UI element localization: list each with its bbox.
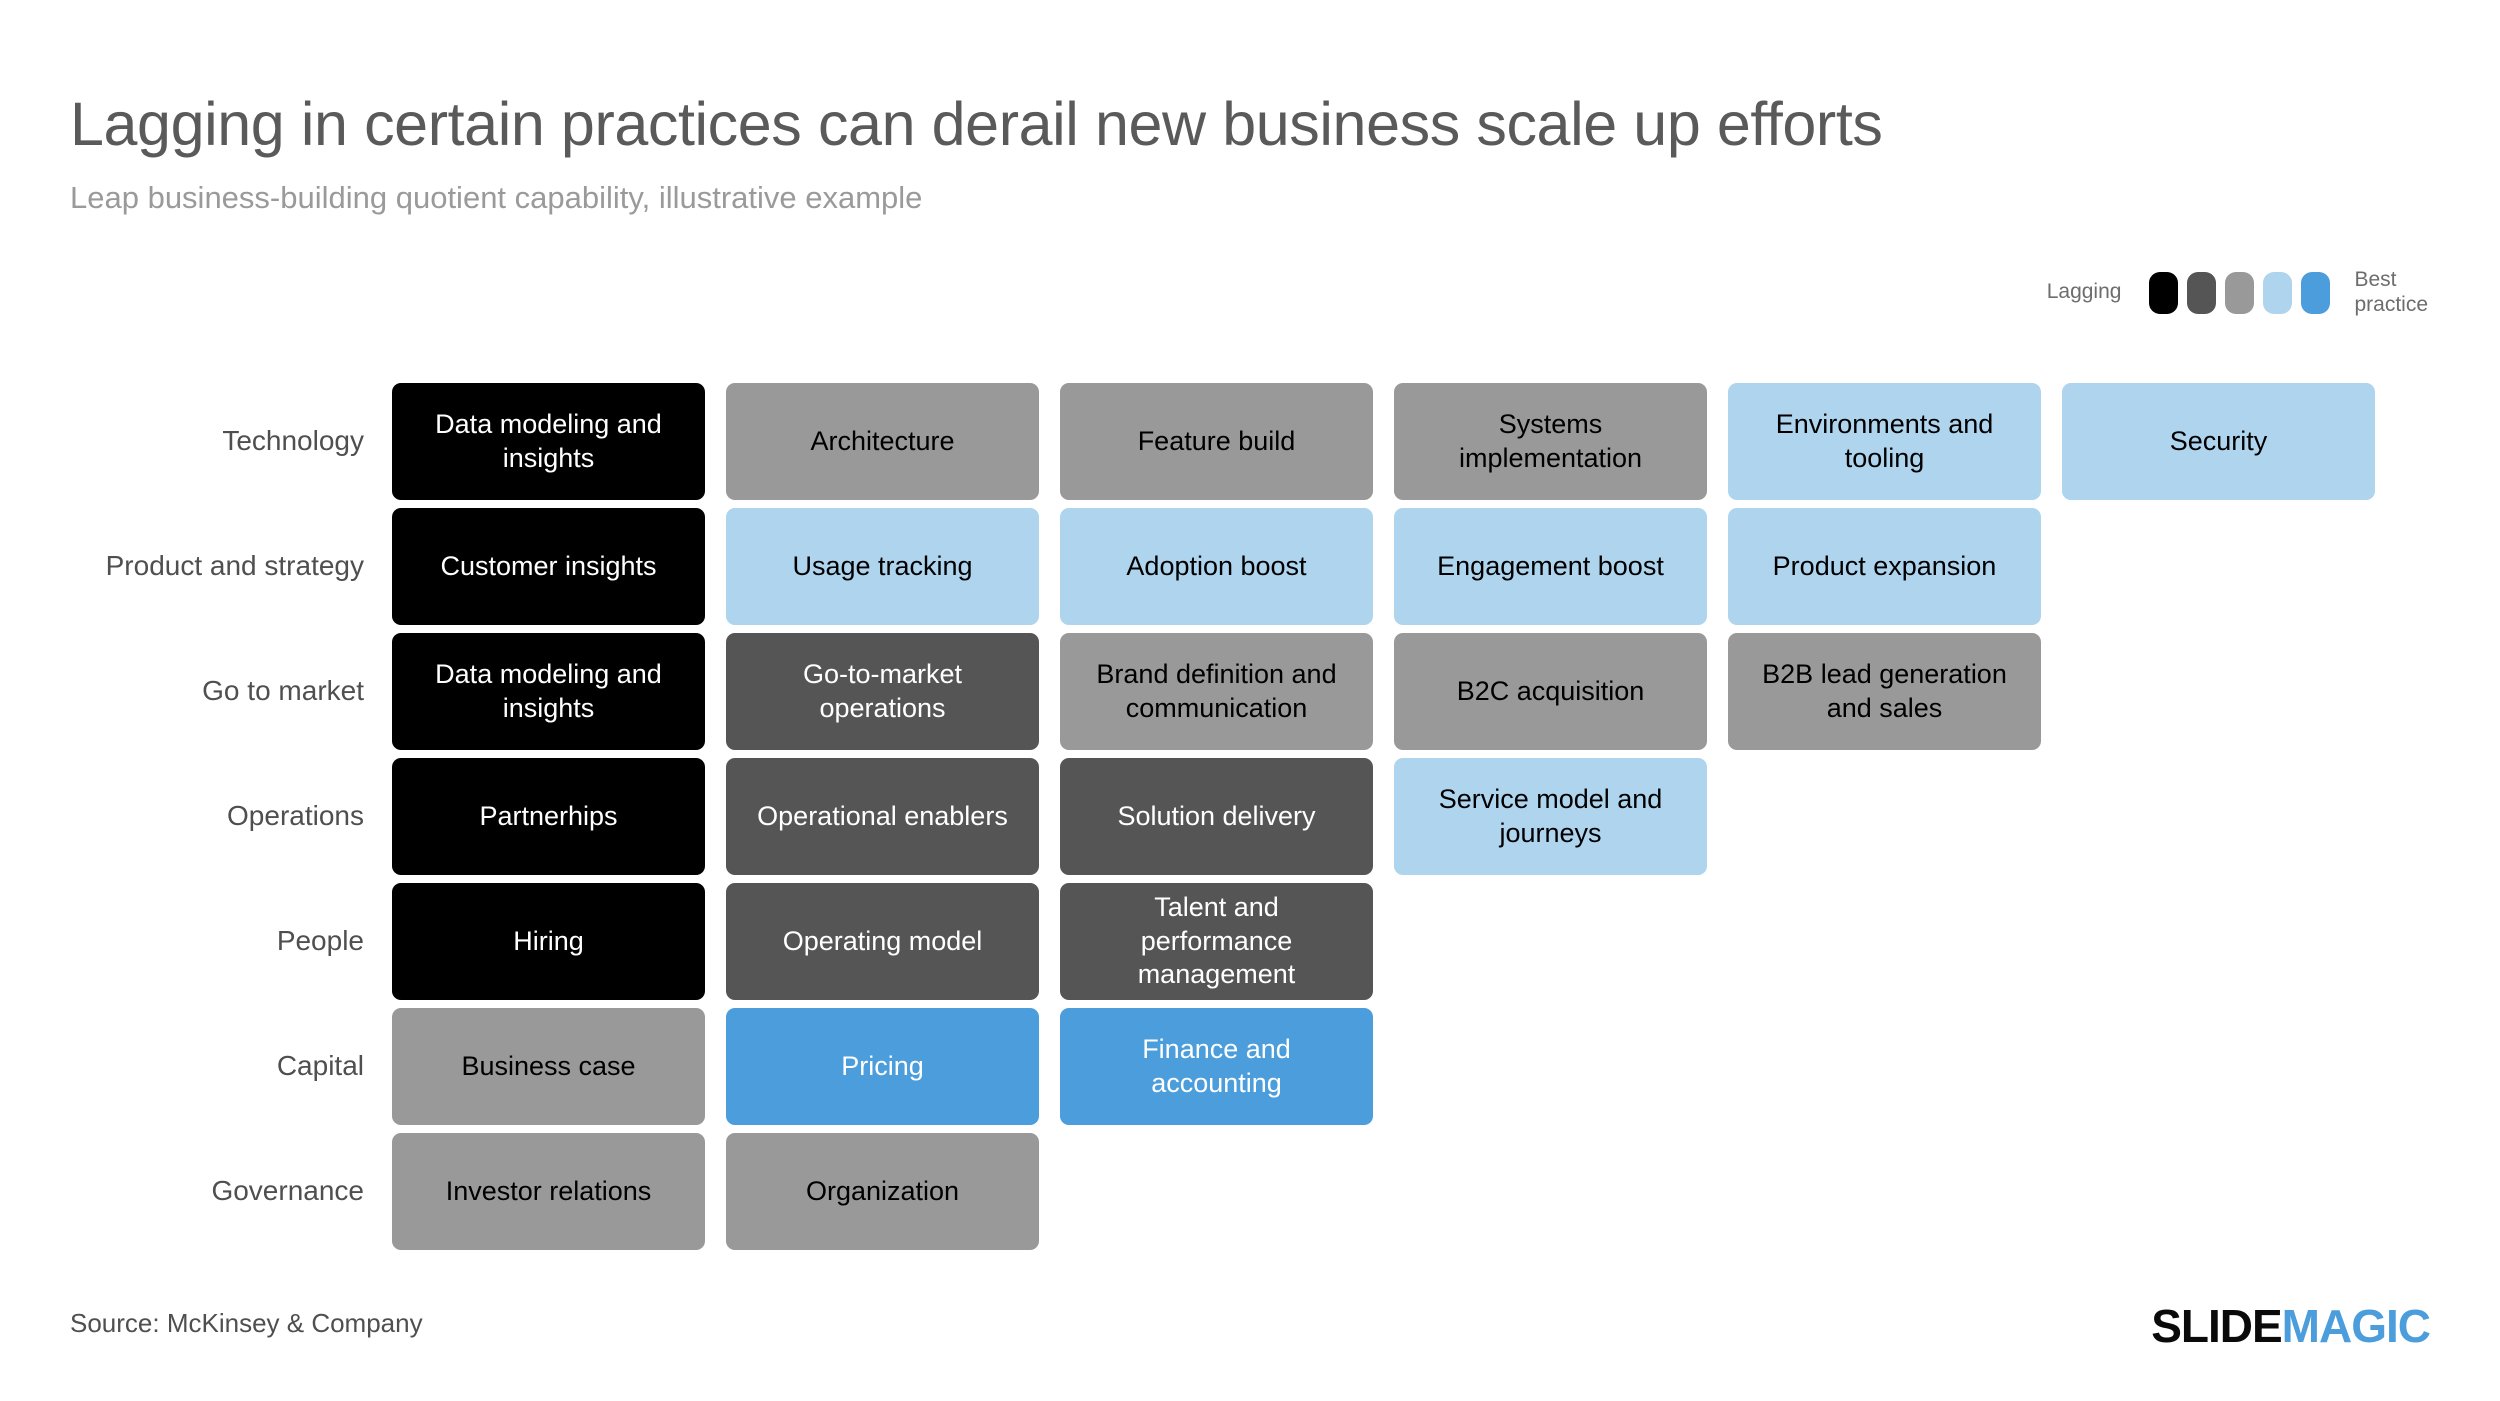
capability-cell[interactable]: Hiring (392, 883, 705, 1000)
capability-cell[interactable]: Go-to-market operations (726, 633, 1039, 750)
page-title: Lagging in certain practices can derail … (70, 90, 1883, 158)
capability-cell[interactable]: Organization (726, 1133, 1039, 1250)
capability-cell[interactable]: Engagement boost (1394, 508, 1707, 625)
row-label: Product and strategy (105, 550, 364, 582)
capability-cell[interactable]: Investor relations (392, 1133, 705, 1250)
slide-header: Lagging in certain practices can derail … (70, 92, 2430, 216)
capability-cell[interactable]: Security (2062, 383, 2375, 500)
row-label: Capital (276, 1050, 364, 1082)
row-label: Governance (211, 1175, 364, 1207)
row-label: Go to market (202, 675, 364, 707)
capability-cell[interactable]: Systems implementation (1394, 383, 1707, 500)
legend-label-lagging: Lagging (2046, 280, 2122, 304)
capability-cell[interactable]: Usage tracking (726, 508, 1039, 625)
slidemagic-logo: SLIDEMAGIC (2151, 1300, 2431, 1352)
legend-swatch-above-average (2263, 271, 2293, 314)
capability-cell[interactable]: Brand definition and communication (1060, 633, 1373, 750)
capability-cell[interactable]: Pricing (726, 1008, 1039, 1125)
capability-cell[interactable]: Data modeling and insights (392, 383, 705, 500)
legend: Lagging Best practice (2047, 268, 2428, 318)
legend-label-best-practice: Best practice (2354, 268, 2428, 316)
capability-cell[interactable]: Solution delivery (1060, 758, 1373, 875)
capability-cell[interactable]: Product expansion (1728, 508, 2041, 625)
legend-swatch-best-practice (2301, 271, 2331, 314)
row-label: Operations (227, 800, 364, 832)
source-note: Source: McKinsey & Company (70, 1308, 423, 1338)
logo-text-magic: MAGIC (2281, 1300, 2431, 1352)
legend-swatch-below-average (2187, 271, 2217, 314)
legend-swatch-lagging (2149, 271, 2179, 314)
logo-text-slide: SLIDE (2151, 1300, 2282, 1352)
row-label: People (276, 925, 364, 957)
capability-cell[interactable]: Operational enablers (726, 758, 1039, 875)
capability-cell[interactable]: B2B lead generation and sales (1728, 633, 2041, 750)
row-label: Technology (222, 425, 364, 457)
capability-cell[interactable]: Adoption boost (1060, 508, 1373, 625)
capability-cell[interactable]: Feature build (1060, 383, 1373, 500)
capability-cell[interactable]: Data modeling and insights (392, 633, 705, 750)
legend-swatch-average (2225, 271, 2255, 314)
capability-cell[interactable]: Architecture (726, 383, 1039, 500)
capability-cell[interactable]: Finance and accounting (1060, 1008, 1373, 1125)
legend-swatch-group (2149, 271, 2331, 314)
page-subtitle: Leap business-building quotient capabili… (70, 179, 923, 215)
capability-cell[interactable]: Talent and performance management (1060, 883, 1373, 1000)
capability-cell[interactable]: Environments and tooling (1728, 383, 2041, 500)
capability-cell[interactable]: Operating model (726, 883, 1039, 1000)
capability-cell[interactable]: Customer insights (392, 508, 705, 625)
capability-cell[interactable]: Service model and journeys (1394, 758, 1707, 875)
capability-cell[interactable]: Partnerhips (392, 758, 705, 875)
capability-cell[interactable]: B2C acquisition (1394, 633, 1707, 750)
capability-cell[interactable]: Business case (392, 1008, 705, 1125)
